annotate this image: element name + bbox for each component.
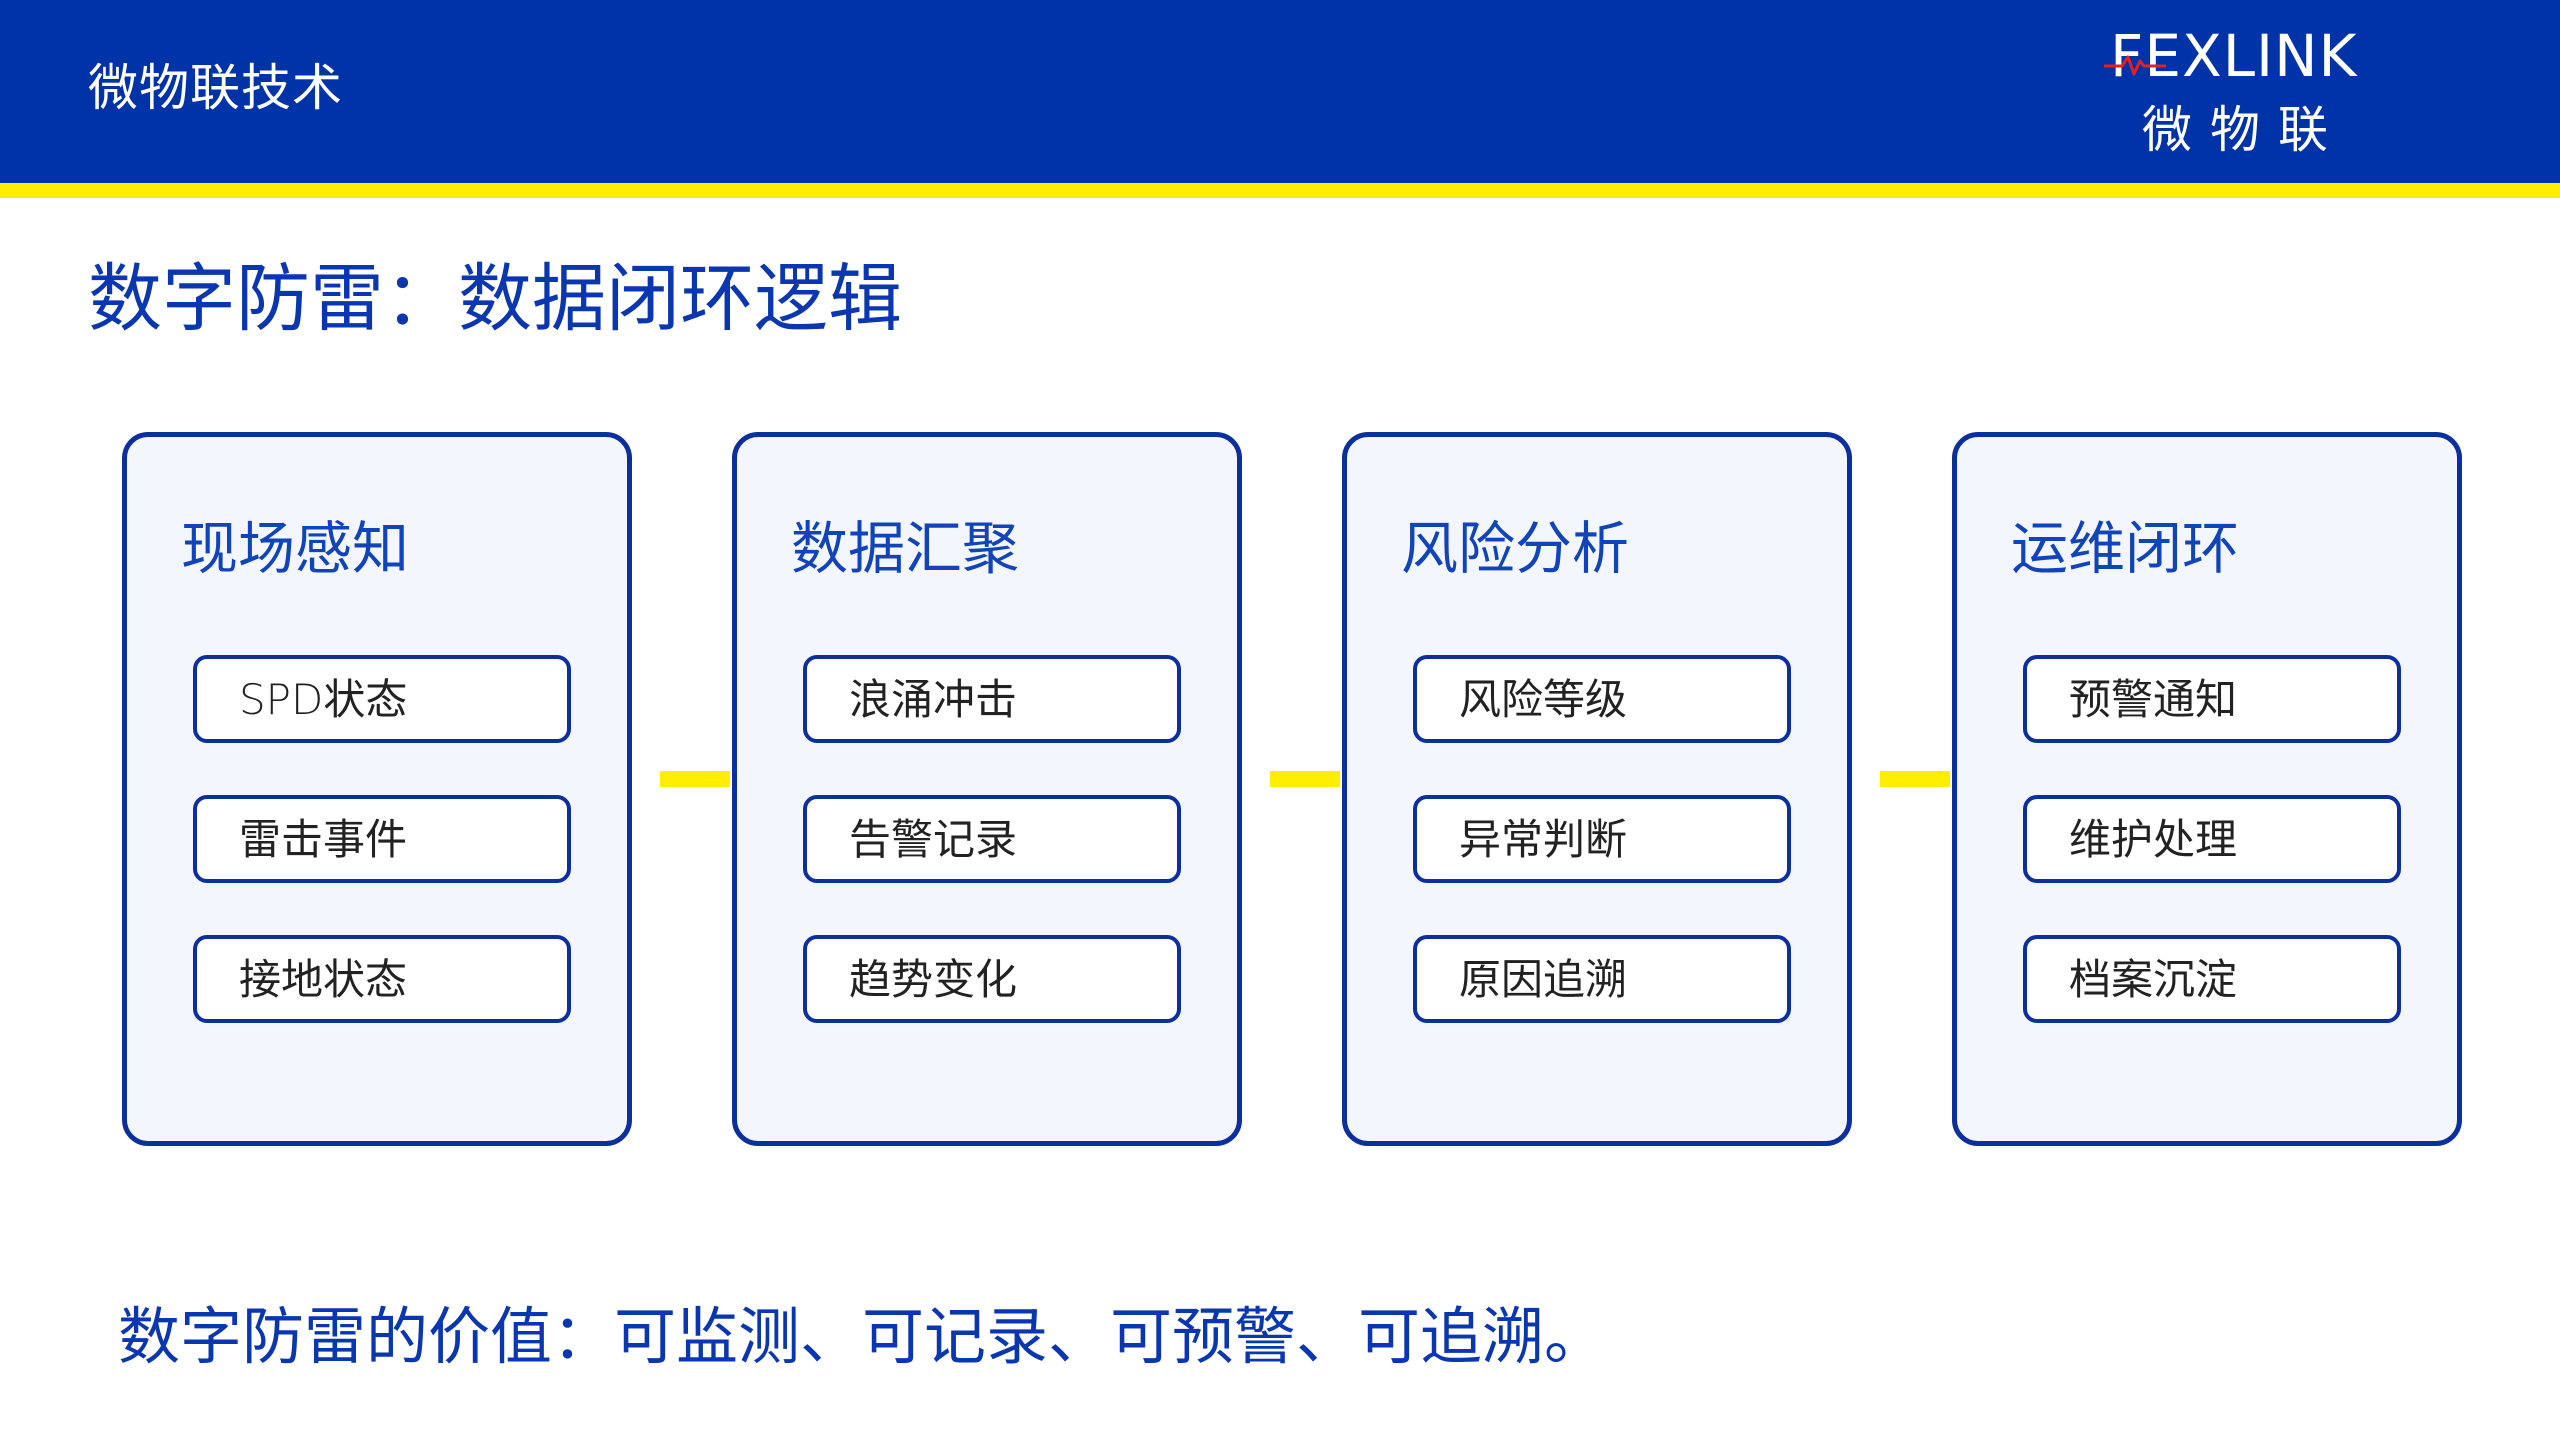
flow-connector bbox=[1880, 771, 1950, 787]
stage-card-analysis: 风险分析 风险等级 异常判断 原因追溯 bbox=[1342, 432, 1852, 1146]
stage-item-label: 浪涌冲击 bbox=[849, 675, 1018, 724]
flow-connector bbox=[1270, 771, 1340, 787]
header-title: 微物联技术 bbox=[88, 59, 343, 117]
stage-item-label: SPD状态 bbox=[239, 675, 408, 724]
stage-item: 预警通知 bbox=[2023, 655, 2401, 743]
stage-title: 运维闭环 bbox=[2011, 516, 2239, 582]
stage-card-operations: 运维闭环 预警通知 维护处理 档案沉淀 bbox=[1952, 432, 2462, 1146]
stage-item: 档案沉淀 bbox=[2023, 935, 2401, 1023]
logo-wordmark: FEXLINK bbox=[2110, 22, 2358, 90]
stage-title: 风险分析 bbox=[1401, 516, 1629, 582]
stage-item-label: 风险等级 bbox=[1459, 675, 1628, 724]
stage-item: 告警记录 bbox=[803, 795, 1181, 883]
stage-item: 浪涌冲击 bbox=[803, 655, 1181, 743]
stage-item-label: 异常判断 bbox=[1459, 815, 1628, 864]
stage-item-label: 维护处理 bbox=[2069, 815, 2238, 864]
logo-chinese-name: 微物联 bbox=[2142, 101, 2346, 159]
stage-item: 异常判断 bbox=[1413, 795, 1791, 883]
stage-item: 风险等级 bbox=[1413, 655, 1791, 743]
stage-title: 数据汇聚 bbox=[791, 516, 1019, 582]
stage-title: 现场感知 bbox=[181, 516, 409, 582]
stage-item: 原因追溯 bbox=[1413, 935, 1791, 1023]
stage-item-label: 原因追溯 bbox=[1459, 955, 1628, 1004]
stage-card-sensing: 现场感知 SPD状态 雷击事件 接地状态 bbox=[122, 432, 632, 1146]
flow-connector bbox=[660, 771, 730, 787]
footer-value-statement: 数字防雷的价值：可监测、可记录、可预警、可追溯。 bbox=[118, 1300, 1607, 1373]
page-title: 数字防雷：数据闭环逻辑 bbox=[88, 256, 902, 342]
fexlink-logo: FEXLINK 微物联 bbox=[2100, 18, 2480, 168]
pulse-icon bbox=[2104, 55, 2166, 76]
header-bar: 微物联技术 FEXLINK 微物联 bbox=[0, 0, 2560, 183]
stage-item: 趋势变化 bbox=[803, 935, 1181, 1023]
stage-item: SPD状态 bbox=[193, 655, 571, 743]
stage-card-aggregation: 数据汇聚 浪涌冲击 告警记录 趋势变化 bbox=[732, 432, 1242, 1146]
stage-item: 接地状态 bbox=[193, 935, 571, 1023]
stage-item-label: 接地状态 bbox=[239, 955, 408, 1004]
stage-item: 雷击事件 bbox=[193, 795, 571, 883]
stage-item: 维护处理 bbox=[2023, 795, 2401, 883]
stage-item-label: 档案沉淀 bbox=[2069, 955, 2238, 1004]
stage-item-label: 趋势变化 bbox=[849, 955, 1018, 1004]
stage-item-label: 告警记录 bbox=[849, 815, 1018, 864]
header-accent-stripe bbox=[0, 183, 2560, 198]
stage-item-label: 预警通知 bbox=[2069, 675, 2238, 724]
stage-item-label: 雷击事件 bbox=[239, 815, 408, 864]
